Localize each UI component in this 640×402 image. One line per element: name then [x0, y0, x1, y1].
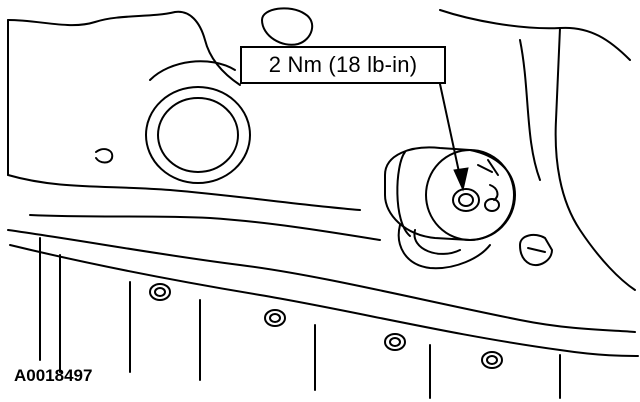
torque-callout-label: 2 Nm (18 lb-in)	[268, 52, 418, 77]
housing-rib-top	[149, 60, 236, 81]
flange-line-4	[9, 244, 639, 357]
oil-pan-outline	[39, 237, 61, 373]
solenoid-mark-2	[489, 184, 499, 201]
round-port-inner	[157, 97, 239, 173]
solenoid-tab	[413, 229, 461, 255]
right-fitting-detail	[527, 247, 546, 253]
pan-bolt-4	[481, 351, 503, 369]
flange-line-3	[7, 229, 636, 333]
solenoid-bolt-inner	[458, 193, 474, 207]
solenoid-face	[425, 149, 515, 241]
figure-id-label: A0018497	[14, 366, 93, 385]
housing-inner-right	[519, 39, 541, 181]
housing-edge-right	[554, 27, 636, 291]
flange-notch	[95, 148, 114, 164]
pan-bolt-2	[264, 309, 286, 327]
solenoid-port-small	[484, 198, 500, 212]
housing-boss-top	[261, 7, 314, 46]
solenoid-bracket	[397, 224, 491, 270]
leader-arrowhead	[453, 167, 469, 192]
right-fitting	[519, 233, 553, 266]
solenoid-body	[384, 146, 516, 241]
housing-rib-right	[439, 9, 631, 61]
pan-bolt-3	[384, 333, 406, 351]
solenoid-bolt-outer	[452, 188, 480, 212]
solenoid-mark-1	[477, 159, 499, 176]
pan-bolt-1	[149, 283, 171, 301]
solenoid-ring	[396, 151, 411, 237]
round-port-outer	[145, 86, 251, 184]
housing-outline-upper	[7, 10, 241, 86]
torque-callout-box: 2 Nm (18 lb-in)	[240, 46, 446, 84]
flange-line-2	[29, 214, 381, 241]
flange-line-1	[7, 174, 361, 211]
